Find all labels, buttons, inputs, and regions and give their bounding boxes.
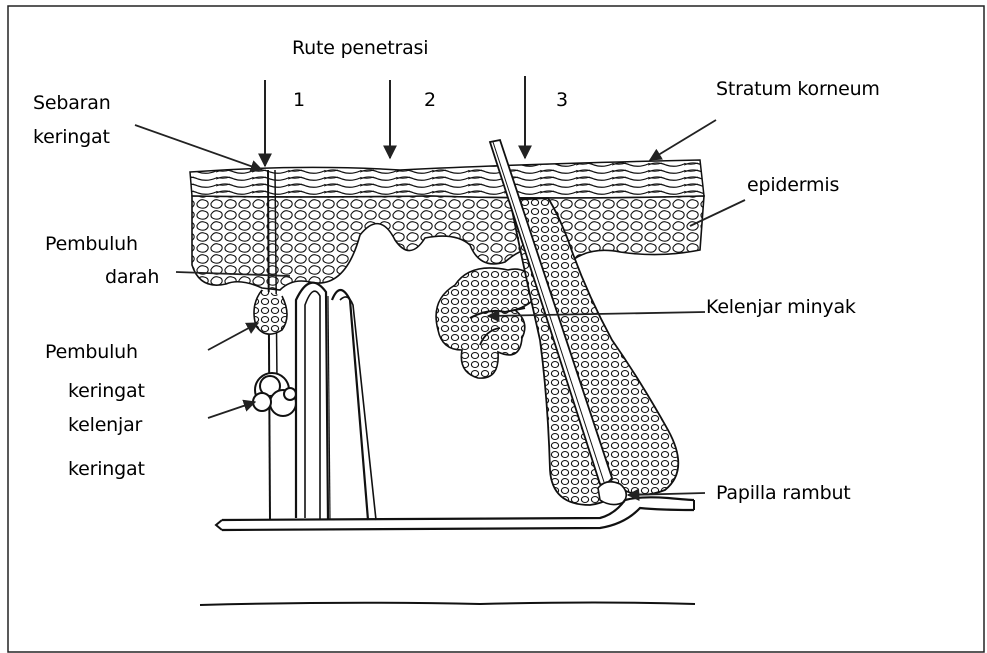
label-pembuluh-darah-2: darah (105, 266, 159, 288)
label-pembuluh-darah-1: Pembuluh (45, 233, 138, 255)
leader-stratum-korneum (650, 120, 716, 160)
subcutis-line (200, 603, 695, 606)
label-pembuluh-keringat-1: Pembuluh (45, 341, 138, 363)
label-papilla-rambut: Papilla rambut (716, 482, 851, 504)
leader-pembuluh-keringat (208, 323, 258, 350)
route-number-3: 3 (556, 89, 568, 111)
route-number-1: 1 (293, 89, 305, 111)
label-kelenjar-minyak: Kelenjar minyak (706, 296, 856, 318)
blood-vessel-outer (332, 290, 368, 520)
sweat-gland-coil (253, 373, 296, 416)
route-number-2: 2 (424, 89, 436, 111)
label-epidermis: epidermis (747, 174, 839, 196)
leader-kelenjar-keringat (208, 402, 255, 418)
label-kelenjar-keringat-1: kelenjar (68, 414, 142, 436)
label-kelenjar-keringat-2: keringat (68, 458, 145, 480)
dermal-vessel (222, 497, 694, 520)
leader-sebaran-keringat (135, 125, 262, 170)
label-pembuluh-keringat-2: keringat (68, 380, 145, 402)
diagram-title: Rute penetrasi (292, 37, 428, 59)
sebaceous-gland (436, 268, 537, 378)
label-sebaran: Sebaran (33, 92, 111, 114)
label-stratum-korneum: Stratum korneum (716, 78, 880, 100)
hair-papilla (598, 482, 626, 505)
label-sebaran-keringat: keringat (33, 126, 110, 148)
blood-vessel-bulge (254, 290, 287, 334)
blood-vessel-loop (296, 283, 328, 520)
